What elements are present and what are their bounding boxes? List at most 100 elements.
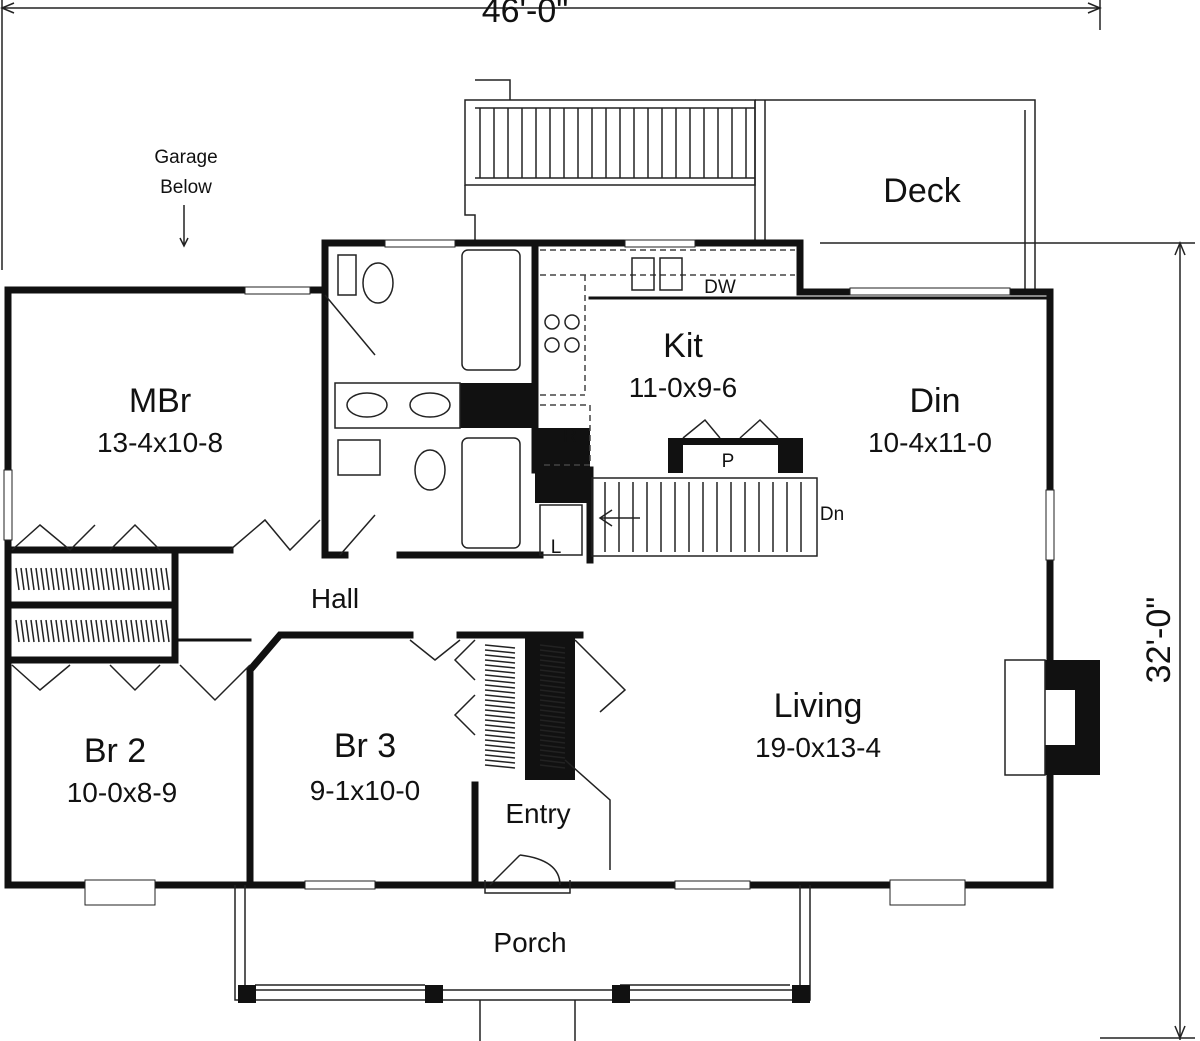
stair-tread: [55, 567, 60, 591]
stair-tread: [484, 754, 516, 759]
stair-tread: [484, 724, 516, 729]
room-master-size: 13-4x10-8: [97, 427, 223, 458]
stair-tread: [539, 714, 566, 719]
stair-tread: [150, 619, 155, 643]
stair-tread: [484, 669, 516, 674]
stair-tread: [484, 704, 516, 709]
stair-tread: [40, 619, 45, 643]
stair-tread: [539, 674, 566, 679]
stair-tread: [484, 714, 516, 719]
room-hall-name: Hall: [311, 583, 359, 614]
width-label: 46'-0": [482, 0, 569, 30]
stair-tread: [120, 619, 125, 643]
stair-tread: [80, 619, 85, 643]
stair-tread: [40, 567, 45, 591]
stair-tread: [165, 619, 170, 643]
stair-tread: [484, 744, 516, 749]
stair-tread: [155, 619, 160, 643]
depth-label: 32'-0": [1140, 597, 1178, 684]
stair-tread: [539, 654, 566, 659]
bath-fixtures: [179, 249, 521, 702]
stair-tread: [85, 567, 90, 591]
stair-tread: [25, 619, 30, 643]
stair-tread: [100, 567, 105, 591]
stair-tread: [95, 567, 100, 591]
stair-tread: [539, 644, 566, 649]
stair-tread: [539, 704, 566, 709]
stair-tread: [95, 619, 100, 643]
stair-tread: [130, 567, 135, 591]
stair-tread: [65, 619, 70, 643]
stair-tread: [484, 654, 516, 659]
stair-tread: [90, 619, 95, 643]
stair-tread: [65, 567, 70, 591]
stair-tread: [20, 567, 25, 591]
stair-tread: [539, 759, 566, 764]
stair-tread: [484, 764, 516, 769]
room-br3-name: Br 3: [334, 727, 396, 765]
stair-tread: [539, 739, 566, 744]
stair-tread: [60, 619, 65, 643]
stair-tread: [484, 739, 516, 744]
garage-note-line2: Below: [160, 177, 212, 198]
stair-tread: [115, 567, 120, 591]
stair-tread: [125, 619, 130, 643]
stair-tread: [75, 567, 80, 591]
stair-tread: [539, 699, 566, 704]
stair-tread: [539, 719, 566, 724]
stair-tread: [50, 567, 55, 591]
stair-tread: [484, 749, 516, 754]
stair-tread: [484, 689, 516, 694]
stair-tread: [120, 567, 125, 591]
stair-tread: [484, 664, 516, 669]
stair-tread: [105, 567, 110, 591]
stair-tread: [539, 679, 566, 684]
stair-tread: [484, 734, 516, 739]
stair-tread: [135, 619, 140, 643]
stair-tread: [100, 619, 105, 643]
stair-tread: [75, 619, 80, 643]
room-br2-size: 10-0x8-9: [67, 777, 178, 808]
room-porch-name: Porch: [493, 927, 566, 958]
stair-tread: [539, 744, 566, 749]
stairs-down-label: Dn: [820, 504, 844, 525]
stair-tread: [539, 734, 566, 739]
room-entry-name: Entry: [505, 798, 570, 829]
room-dining-size: 10-4x11-0: [868, 427, 992, 458]
stair-tread: [484, 729, 516, 734]
stair-tread: [539, 689, 566, 694]
refrigerator-label: R: [563, 426, 577, 447]
stair-tread: [80, 567, 85, 591]
stair-tread: [160, 619, 165, 643]
stair-tread: [45, 567, 50, 591]
stair-tread: [539, 684, 566, 689]
stair-tread: [539, 709, 566, 714]
stair-tread: [125, 567, 130, 591]
stair-tread: [484, 699, 516, 704]
stair-tread: [90, 567, 95, 591]
windows: [3, 239, 1055, 906]
stair-tread: [85, 619, 90, 643]
stair-tread: [484, 679, 516, 684]
stair-tread: [539, 669, 566, 674]
stair-tread: [115, 619, 120, 643]
stair-tread: [50, 619, 55, 643]
stair-tread: [140, 567, 145, 591]
stair-tread: [25, 567, 30, 591]
room-deck-name: Deck: [883, 172, 961, 210]
stair-tread: [160, 567, 165, 591]
pantry-label: P: [722, 451, 735, 472]
stair-tread: [130, 619, 135, 643]
room-kitchen-name: Kit: [663, 327, 703, 365]
stair-tread: [35, 619, 40, 643]
stair-tread: [15, 619, 20, 643]
stair-tread: [484, 694, 516, 699]
stair-tread: [484, 674, 516, 679]
stair-tread: [484, 759, 516, 764]
stair-tread: [539, 764, 566, 769]
stair-tread: [484, 644, 516, 649]
stair-tread: [70, 619, 75, 643]
stair-tread: [45, 619, 50, 643]
stair-tread: [60, 567, 65, 591]
stair-tread: [539, 649, 566, 654]
